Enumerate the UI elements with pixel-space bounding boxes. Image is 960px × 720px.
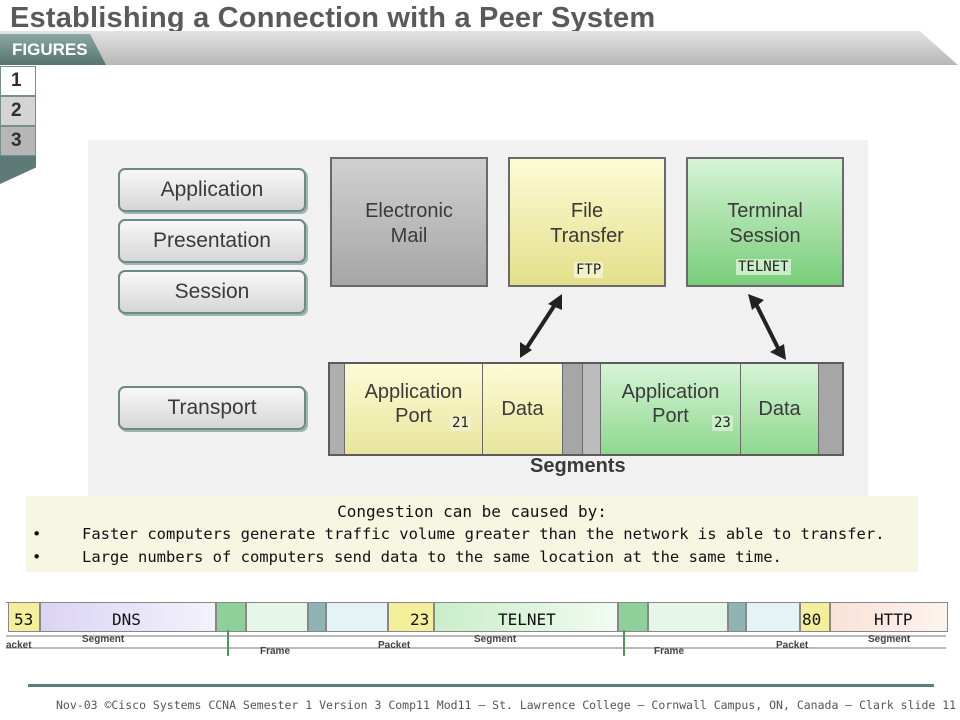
- strip-dns-port: [8, 602, 40, 632]
- congestion-bullet-2: • Large numbers of computers send data to…: [32, 548, 782, 566]
- footer-divider: [28, 684, 934, 687]
- layer-transport: Transport: [118, 386, 306, 430]
- strip-frame-5: [618, 602, 648, 632]
- encap-packet-2: Packet: [776, 640, 809, 651]
- bullet-text: Large numbers of computers send data to …: [82, 548, 782, 566]
- encap-segment-3: Segment: [868, 634, 911, 645]
- segment-ftp-app-port-label: Application Port: [364, 381, 463, 427]
- encapsulation-brackets: [6, 630, 946, 656]
- encap-segment-2: Segment: [474, 634, 517, 645]
- layer-session: Session: [118, 270, 306, 314]
- segment-telnet-data: Data: [740, 364, 818, 454]
- app-file-transfer: File Transfer: [508, 157, 666, 287]
- segment-gap-1: [562, 364, 582, 454]
- segments-caption: Segments: [530, 455, 626, 477]
- strip-proto-telnet: TELNET: [498, 610, 556, 629]
- port-23-label: 23: [712, 415, 733, 431]
- strip-frame-1: [216, 602, 246, 632]
- page-title: Establishing a Connection with a Peer Sy…: [10, 2, 656, 34]
- segment-telnet-app-port: Application Port: [600, 364, 740, 454]
- arrow-ftp-icon: [520, 294, 562, 358]
- strip-telnet-port: [388, 602, 434, 632]
- strip-port-53: 53: [14, 610, 34, 629]
- segment-ftp-data: Data: [482, 364, 562, 454]
- layer-application: Application: [118, 168, 306, 212]
- app-terminal-label: Terminal Session: [727, 200, 803, 247]
- strip-frame-3: [308, 602, 326, 632]
- app-email-label: Electronic Mail: [365, 200, 453, 247]
- strip-frame-7: [728, 602, 746, 632]
- segment-telnet-app-port-label: Application Port: [621, 381, 720, 427]
- figure-1-button[interactable]: 1: [0, 66, 36, 96]
- arrow-telnet-icon: [748, 294, 786, 360]
- port-21-label: 21: [450, 415, 471, 431]
- strip-frame-2: [246, 602, 308, 632]
- strip-frame-4: [326, 602, 388, 632]
- strip-frame-6: [648, 602, 728, 632]
- ftp-label: FTP: [574, 262, 604, 278]
- bullet-text: Faster computers generate traffic volume…: [82, 525, 885, 543]
- footer-text: Nov-03 ©Cisco Systems CCNA Semester 1 Ve…: [56, 698, 957, 712]
- strip-proto-http: HTTP: [874, 610, 913, 629]
- figures-bar: [0, 31, 958, 65]
- strip-dns-data: [40, 602, 216, 632]
- bullet-dot: •: [32, 525, 42, 543]
- figure-3-button[interactable]: 3: [0, 126, 36, 156]
- strip-proto-dns: DNS: [112, 610, 141, 629]
- app-electronic-mail: Electronic Mail: [330, 157, 488, 287]
- strip-http-port: [800, 602, 830, 632]
- telnet-label: TELNET: [736, 259, 791, 275]
- figures-tab[interactable]: FIGURES: [0, 34, 106, 65]
- encap-frame-2: Frame: [654, 646, 685, 657]
- segment-gap-2: [582, 364, 600, 454]
- segment-end: [818, 364, 842, 454]
- encap-frame-1: Frame: [260, 646, 291, 657]
- app-ftp-label: File Transfer: [550, 200, 624, 247]
- strip-frame-8: [746, 602, 800, 632]
- encap-packet-left: acket: [6, 640, 32, 651]
- congestion-title: Congestion can be caused by:: [337, 502, 607, 521]
- congestion-bullet-1: • Faster computers generate traffic volum…: [32, 525, 885, 543]
- strip-port-23: 23: [410, 610, 430, 629]
- strip-http-data: [830, 602, 948, 632]
- encap-packet-1: Packet: [378, 640, 411, 651]
- strip-port-80: 80: [802, 610, 822, 629]
- bullet-dot: •: [32, 548, 42, 566]
- encap-segment-1: Segment: [82, 634, 125, 645]
- strip-telnet-data: [434, 602, 618, 632]
- segment-ftp-app-port: Application Port: [344, 364, 482, 454]
- congestion-box: [26, 496, 918, 572]
- layer-presentation: Presentation: [118, 219, 306, 263]
- figure-2-button[interactable]: 2: [0, 96, 36, 126]
